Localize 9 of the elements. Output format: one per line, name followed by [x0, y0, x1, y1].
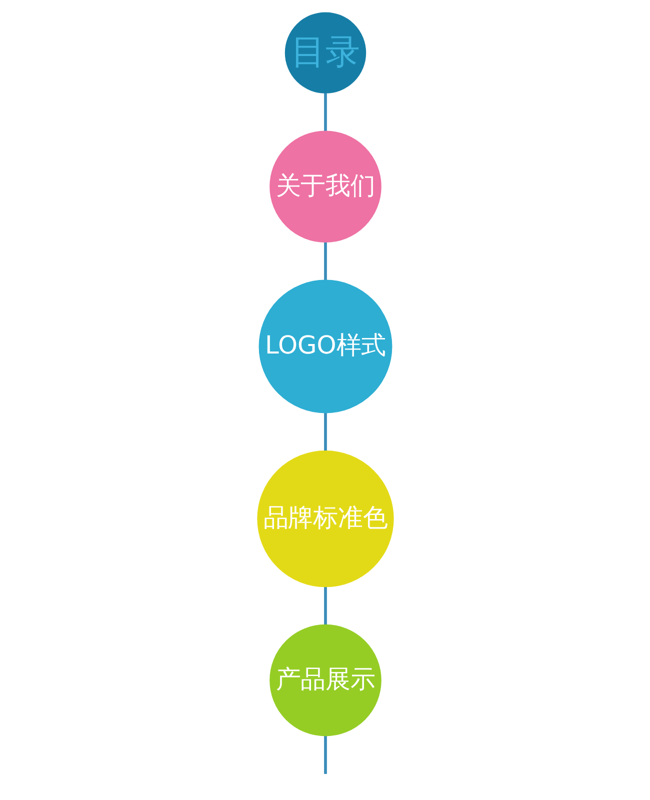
node-circle: 关于我们 — [269, 130, 381, 242]
connector — [324, 242, 326, 280]
connector — [324, 412, 326, 451]
node-circle: 产品展示 — [269, 624, 381, 736]
node-circle: LOGO样式 — [258, 280, 392, 414]
node-circle: 品牌标准色 — [256, 450, 394, 588]
connector — [324, 736, 326, 774]
connector — [324, 92, 326, 132]
connector — [324, 586, 326, 625]
